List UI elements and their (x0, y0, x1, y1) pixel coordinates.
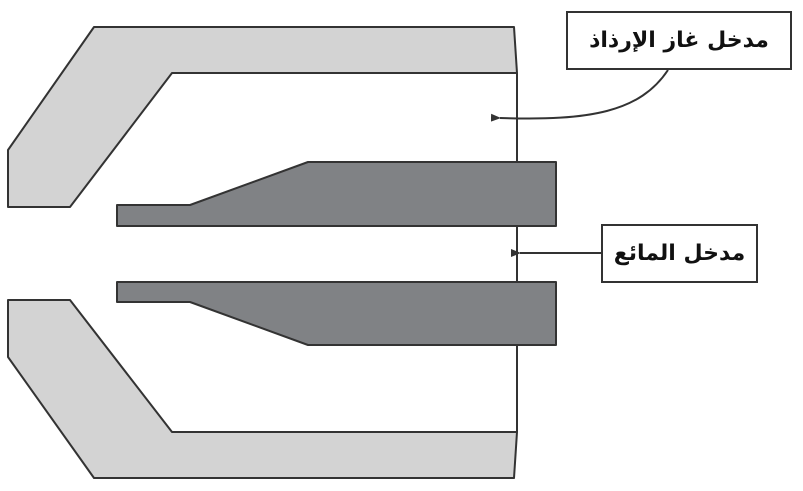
liquid-tube-lower (116, 281, 557, 346)
outer-body-lower (7, 299, 518, 479)
gas-inlet-arrow (490, 69, 669, 122)
liquid-inlet-label: مدخل المائع (601, 224, 758, 283)
atomizing-gas-inlet-label: مدخل غاز الإرذاذ (566, 11, 792, 70)
liquid-tube-upper (116, 161, 557, 227)
atomizing-gas-inlet-text: مدخل غاز الإرذاذ (589, 28, 769, 53)
outer-body-upper (7, 26, 518, 208)
liquid-inlet-text: مدخل المائع (613, 241, 746, 266)
